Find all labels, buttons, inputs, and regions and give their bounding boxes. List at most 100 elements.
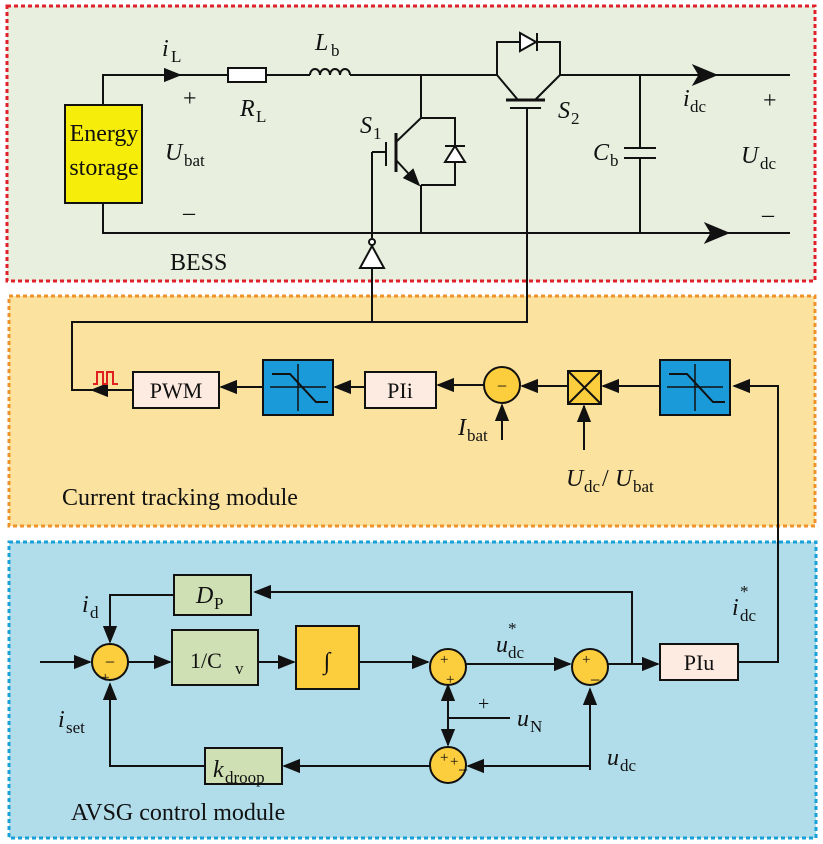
svg-text:dc: dc (760, 154, 777, 173)
sum4-plus-right: + (450, 754, 458, 770)
svg-text:bat: bat (633, 477, 654, 496)
svg-text:u: u (517, 706, 529, 732)
avsg-module-label: AVSG control module (71, 800, 285, 826)
svg-text:i: i (732, 595, 739, 621)
svg-text:i: i (683, 86, 690, 112)
energy-storage-block (64, 104, 143, 204)
svg-text:S: S (360, 113, 372, 139)
tracking-module-label: Current tracking module (62, 485, 298, 511)
inductor-Lb (309, 68, 351, 76)
avsg-module-panel (7, 540, 818, 840)
svg-text:/: / (602, 466, 609, 492)
sum3-plus: + (582, 652, 590, 668)
uN-plus-sign: + (478, 693, 489, 715)
resistor-RL (227, 67, 267, 83)
s1-diode (443, 144, 467, 163)
svg-text:L: L (256, 107, 266, 126)
pii-label: PIi (387, 378, 413, 403)
svg-text:storage: storage (69, 155, 138, 181)
svg-text:2: 2 (571, 109, 580, 128)
sum2-plus-left: + (440, 652, 448, 668)
tracking-minus-sign: − (497, 376, 507, 396)
piu-block (659, 643, 739, 681)
svg-text:Energy: Energy (70, 121, 139, 147)
svg-text:*: * (508, 619, 517, 638)
svg-text:R: R (239, 96, 255, 122)
svg-text:I: I (457, 415, 467, 441)
pwm-label: PWM (150, 378, 203, 403)
svg-text:dc: dc (690, 97, 707, 116)
piu-label: PIu (684, 650, 715, 675)
integrator-symbol: ∫ (322, 649, 332, 676)
sum1-minus: − (105, 652, 115, 672)
udc-minus-sign: – (761, 202, 775, 228)
svg-text:i: i (82, 592, 89, 618)
bess-module-label: BESS (170, 250, 227, 276)
svg-text:set: set (66, 718, 85, 737)
integrator-block (295, 625, 360, 690)
svg-text:U: U (615, 466, 634, 492)
svg-text:dc: dc (508, 643, 525, 662)
svg-text:k: k (213, 757, 224, 783)
sum2-plus-bottom: + (446, 672, 454, 688)
svg-text:U: U (741, 143, 760, 169)
pii-block (364, 371, 437, 409)
svg-text:L: L (314, 30, 328, 56)
svg-text:1/C: 1/C (190, 648, 222, 673)
sum3-minus: − (590, 670, 600, 690)
svg-text:D: D (195, 583, 213, 609)
svg-text:P: P (214, 594, 223, 613)
svg-text:bat: bat (467, 426, 488, 445)
svg-text:dc: dc (740, 606, 757, 625)
cv-block (171, 629, 259, 686)
bess-circuit (64, 31, 790, 391)
svg-text:u: u (496, 632, 508, 658)
svg-text:u: u (607, 745, 619, 771)
sum4-minus: − (458, 760, 468, 780)
cv-label: 1/C v (190, 648, 244, 678)
avsg-sum-junction-3 (571, 648, 609, 686)
svg-text:b: b (331, 41, 340, 60)
svg-text:1: 1 (373, 124, 382, 143)
svg-text:S: S (558, 98, 570, 124)
label-udc-ubat-ratio: U dc / U bat (566, 466, 654, 496)
svg-text:d: d (90, 603, 99, 622)
svg-text:i: i (58, 707, 65, 733)
svg-text:*: * (740, 582, 749, 601)
svg-text:i: i (162, 36, 169, 62)
sum1-plus: + (101, 670, 109, 686)
pwm-block (132, 371, 220, 409)
svg-text:L: L (171, 47, 181, 66)
ubat-minus-sign: – (182, 200, 196, 226)
svg-text:U: U (566, 466, 585, 492)
svg-text:v: v (235, 659, 244, 678)
sum4-plus-top: + (440, 750, 448, 766)
pwm-pulse-icon (93, 371, 118, 385)
svg-text:droop: droop (225, 768, 265, 787)
energy-storage-label: Energy storage (69, 121, 138, 181)
svg-text:N: N (530, 717, 542, 736)
svg-text:b: b (610, 151, 619, 170)
svg-text:dc: dc (620, 756, 637, 775)
s2-diode (519, 31, 539, 53)
avsg-blocks (91, 574, 739, 785)
